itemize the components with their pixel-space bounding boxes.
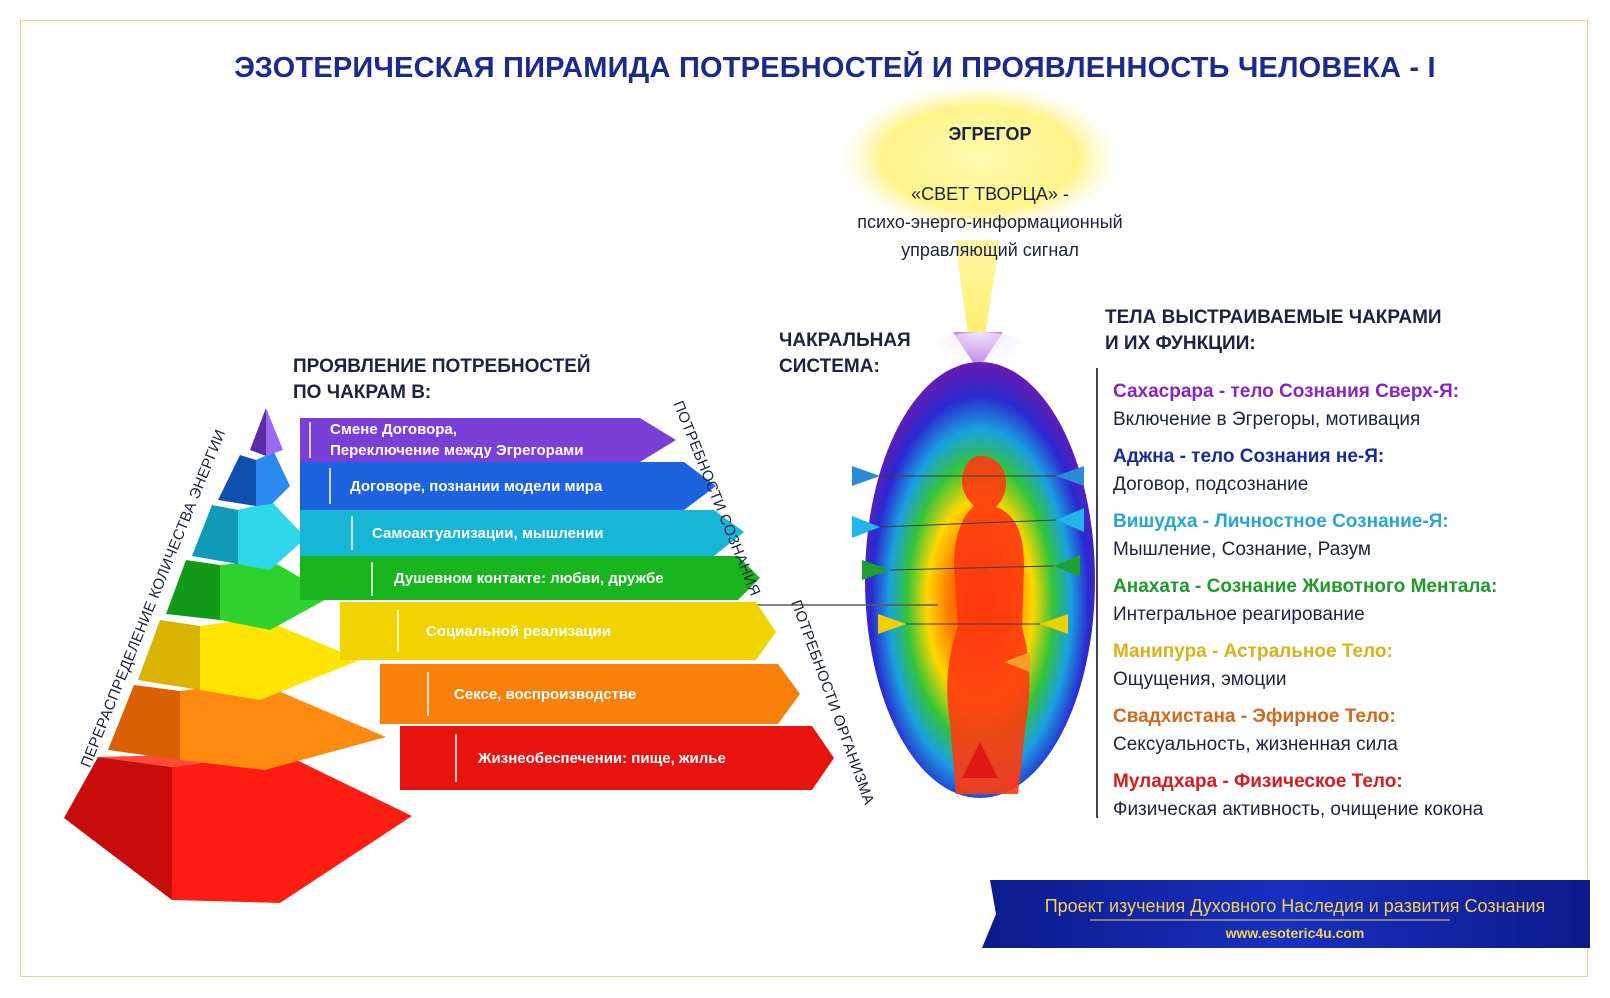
chakra-text: Мышление, Сознание, Разум [1113, 539, 1371, 560]
page-frame [20, 20, 1588, 977]
chakra-heading: Анахата - Сознание Животного Ментала: [1113, 576, 1498, 597]
pyramid-arrows [300, 418, 834, 790]
bodies-header-line-1: ТЕЛА ВЫСТРАИВАЕМЫЕ ЧАКРАМИ [1105, 307, 1442, 328]
chakra-text: Ощущения, эмоции [1113, 669, 1287, 690]
chakra-text: Договор, подсознание [1113, 474, 1309, 495]
aura-crown-glow [910, 332, 1050, 412]
arrow-label-4: Душевном контакте: любви, дружбе [394, 570, 664, 587]
chakra-item: Муладхара - Физическое Тело: Физическая … [1113, 768, 1583, 824]
chakra-text: Физическая активность, очищение кокона [1113, 799, 1484, 820]
egregor-title: ЭГРЕГОР [948, 124, 1032, 144]
egregor-glow [840, 83, 1120, 233]
pyramid-header-line-2: ПО ЧАКРАМ В: [293, 382, 432, 403]
bodies-header-line-2: И ИХ ФУНКЦИИ: [1105, 333, 1256, 354]
page-title: ЭЗОТЕРИЧЕСКАЯ ПИРАМИДА ПОТРЕБНОСТЕЙ И ПР… [234, 52, 1436, 84]
chakra-list-divider [1096, 368, 1098, 818]
arrow-label-1: Смене Договора, Переключение между Эгрег… [330, 421, 584, 459]
project-banner-text: Проект изучения Духовного Наследия и раз… [1044, 896, 1546, 916]
root-cone [962, 742, 998, 778]
chakra-heading: Свадхистана - Эфирное Тело: [1113, 706, 1396, 727]
chakra-item: Свадхистана - Эфирное Тело: Сексуальност… [1113, 703, 1583, 759]
chakra-text: Включение в Эгрегоры, мотивация [1113, 409, 1421, 430]
chakra-system-label: ЧАКРАЛЬНАЯ СИСТЕМА: [779, 328, 911, 380]
arrow-label-7: Жизнеобеспечении: пище, жилье [478, 750, 726, 767]
chakra-item: Анахата - Сознание Животного Ментала: Ин… [1113, 573, 1583, 629]
chakra-heading: Вишудха - Личностное Сознание-Я: [1113, 511, 1449, 532]
chakra-cones [852, 466, 1084, 672]
egregor-line-2: психо-энерго-информационный [857, 212, 1123, 232]
arrow-separators [309, 422, 457, 782]
arrow-level-3 [300, 510, 744, 556]
arrow-level-7 [400, 726, 834, 790]
chakra-list: Сахасрара - тело Сознания Сверх-Я: Включ… [1113, 378, 1583, 833]
chakra-heading: Сахасрара - тело Сознания Сверх-Я: [1113, 381, 1460, 402]
egregor-line-3: управляющий сигнал [901, 240, 1079, 260]
chakra-item: Манипура - Астральное Тело: Ощущения, эм… [1113, 638, 1583, 694]
banner-shape [982, 880, 1590, 948]
chakra-item: Вишудха - Личностное Сознание-Я: Мышлени… [1113, 508, 1583, 564]
arrow-label-6: Сексе, воспроизводстве [454, 686, 637, 703]
pyramid-header: ПРОЯВЛЕНИЕ ПОТРЕБНОСТЕЙ ПО ЧАКРАМ В: [293, 354, 591, 406]
pyramid [64, 408, 412, 903]
arrow-level-4 [300, 556, 760, 600]
chakra-system-line-1: ЧАКРАЛЬНАЯ [779, 330, 911, 351]
chakra-text: Интегральное реагирование [1113, 604, 1365, 625]
project-banner-link[interactable]: www.esoteric4u.com [1225, 925, 1365, 941]
chakra-item: Аджна - тело Сознания не-Я: Договор, под… [1113, 443, 1583, 499]
arrow-label-3: Самоактуализации, мышлении [372, 525, 604, 542]
arrow-label-2: Договоре, познании модели мира [350, 478, 603, 495]
human-silhouette [947, 456, 1030, 794]
bodies-header: ТЕЛА ВЫСТРАИВАЕМЫЕ ЧАКРАМИ И ИХ ФУНКЦИИ: [1105, 305, 1442, 357]
light-beam [955, 240, 1000, 335]
chakra-item: Сахасрара - тело Сознания Сверх-Я: Включ… [1113, 378, 1583, 434]
chakra-heading: Манипура - Астральное Тело: [1113, 641, 1393, 662]
chakra-system-line-2: СИСТЕМА: [779, 356, 880, 377]
arrow-level-6 [380, 664, 800, 724]
chakra-heading: Аджна - тело Сознания не-Я: [1113, 446, 1385, 467]
egregor-line-1: «СВЕТ ТВОРЦА» - [911, 184, 1069, 204]
egregor-description: «СВЕТ ТВОРЦА» - психо-энерго-информацион… [780, 180, 1200, 264]
pyramid-header-line-1: ПРОЯВЛЕНИЕ ПОТРЕБНОСТЕЙ [293, 356, 591, 377]
arrow-level-1 [300, 418, 676, 462]
arrow-level-5 [340, 602, 776, 660]
arrow-level-2 [300, 462, 716, 510]
arrow-label-5: Социальной реализации [426, 623, 612, 640]
chakra-heading: Муладхара - Физическое Тело: [1113, 771, 1403, 792]
chakra-text: Сексуальность, жизненная сила [1113, 734, 1398, 755]
